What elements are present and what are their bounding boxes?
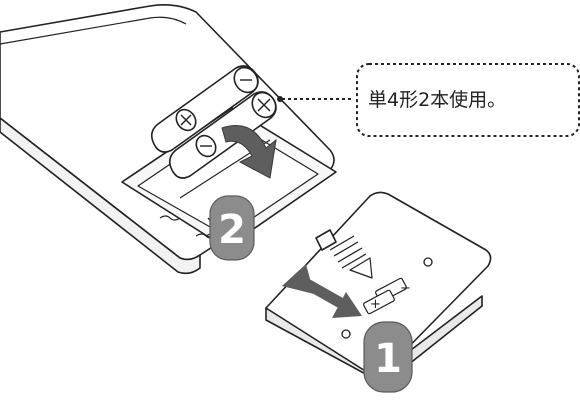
battery-icon <box>150 65 259 153</box>
callout-box <box>356 63 580 137</box>
battery-polarity-emblem <box>363 277 407 315</box>
plus-symbol: + <box>370 297 381 312</box>
callout-text: 単4形2本使用。 <box>368 89 506 111</box>
callout-leader-dot <box>277 96 283 102</box>
insert-arrow-icon <box>221 125 277 179</box>
minus-symbol: − <box>400 281 411 296</box>
step-2-marker: 2 <box>209 195 255 261</box>
slide-arrow-icon <box>282 264 362 318</box>
step-1-marker: 1 <box>363 321 413 393</box>
step-2-number: 2 <box>218 207 246 253</box>
step-1-number: 1 <box>374 336 402 382</box>
battery-icon <box>168 91 277 179</box>
